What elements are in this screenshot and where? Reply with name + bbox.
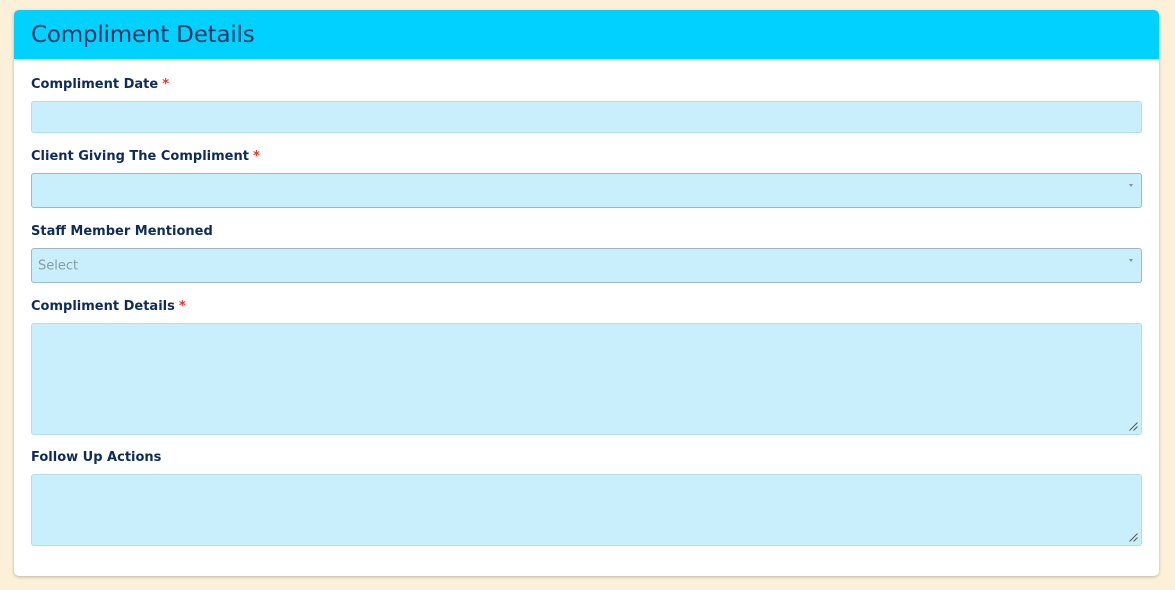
follow-up-label: Follow Up Actions (31, 450, 161, 465)
required-asterisk: * (252, 149, 260, 164)
staff-member-placeholder: Select (38, 258, 79, 273)
compliment-date-label: Compliment Date* (31, 77, 169, 92)
resize-handle-icon[interactable] (1129, 422, 1138, 431)
panel-title: Compliment Details (31, 21, 255, 48)
compliment-details-panel: Compliment Details Compliment Date* Clie… (14, 10, 1159, 576)
required-asterisk: * (162, 77, 170, 92)
staff-member-select[interactable]: Select (31, 248, 1142, 283)
compliment-date-label-text: Compliment Date (31, 77, 159, 92)
compliment-date-input[interactable] (31, 101, 1142, 133)
chevron-down-icon (1129, 184, 1133, 187)
follow-up-label-text: Follow Up Actions (31, 450, 162, 465)
compliment-details-label: Compliment Details* (31, 299, 186, 314)
client-label: Client Giving The Compliment* (31, 149, 260, 164)
client-select[interactable] (31, 173, 1142, 208)
staff-member-label: Staff Member Mentioned (31, 224, 213, 239)
compliment-details-label-text: Compliment Details (31, 299, 175, 314)
required-asterisk: * (178, 299, 186, 314)
panel-header: Compliment Details (14, 10, 1159, 59)
resize-handle-icon[interactable] (1129, 533, 1138, 542)
chevron-down-icon (1129, 259, 1133, 262)
client-label-text: Client Giving The Compliment (31, 149, 249, 164)
follow-up-textarea[interactable] (31, 474, 1142, 546)
staff-member-label-text: Staff Member Mentioned (31, 224, 213, 239)
compliment-details-textarea[interactable] (31, 323, 1142, 435)
